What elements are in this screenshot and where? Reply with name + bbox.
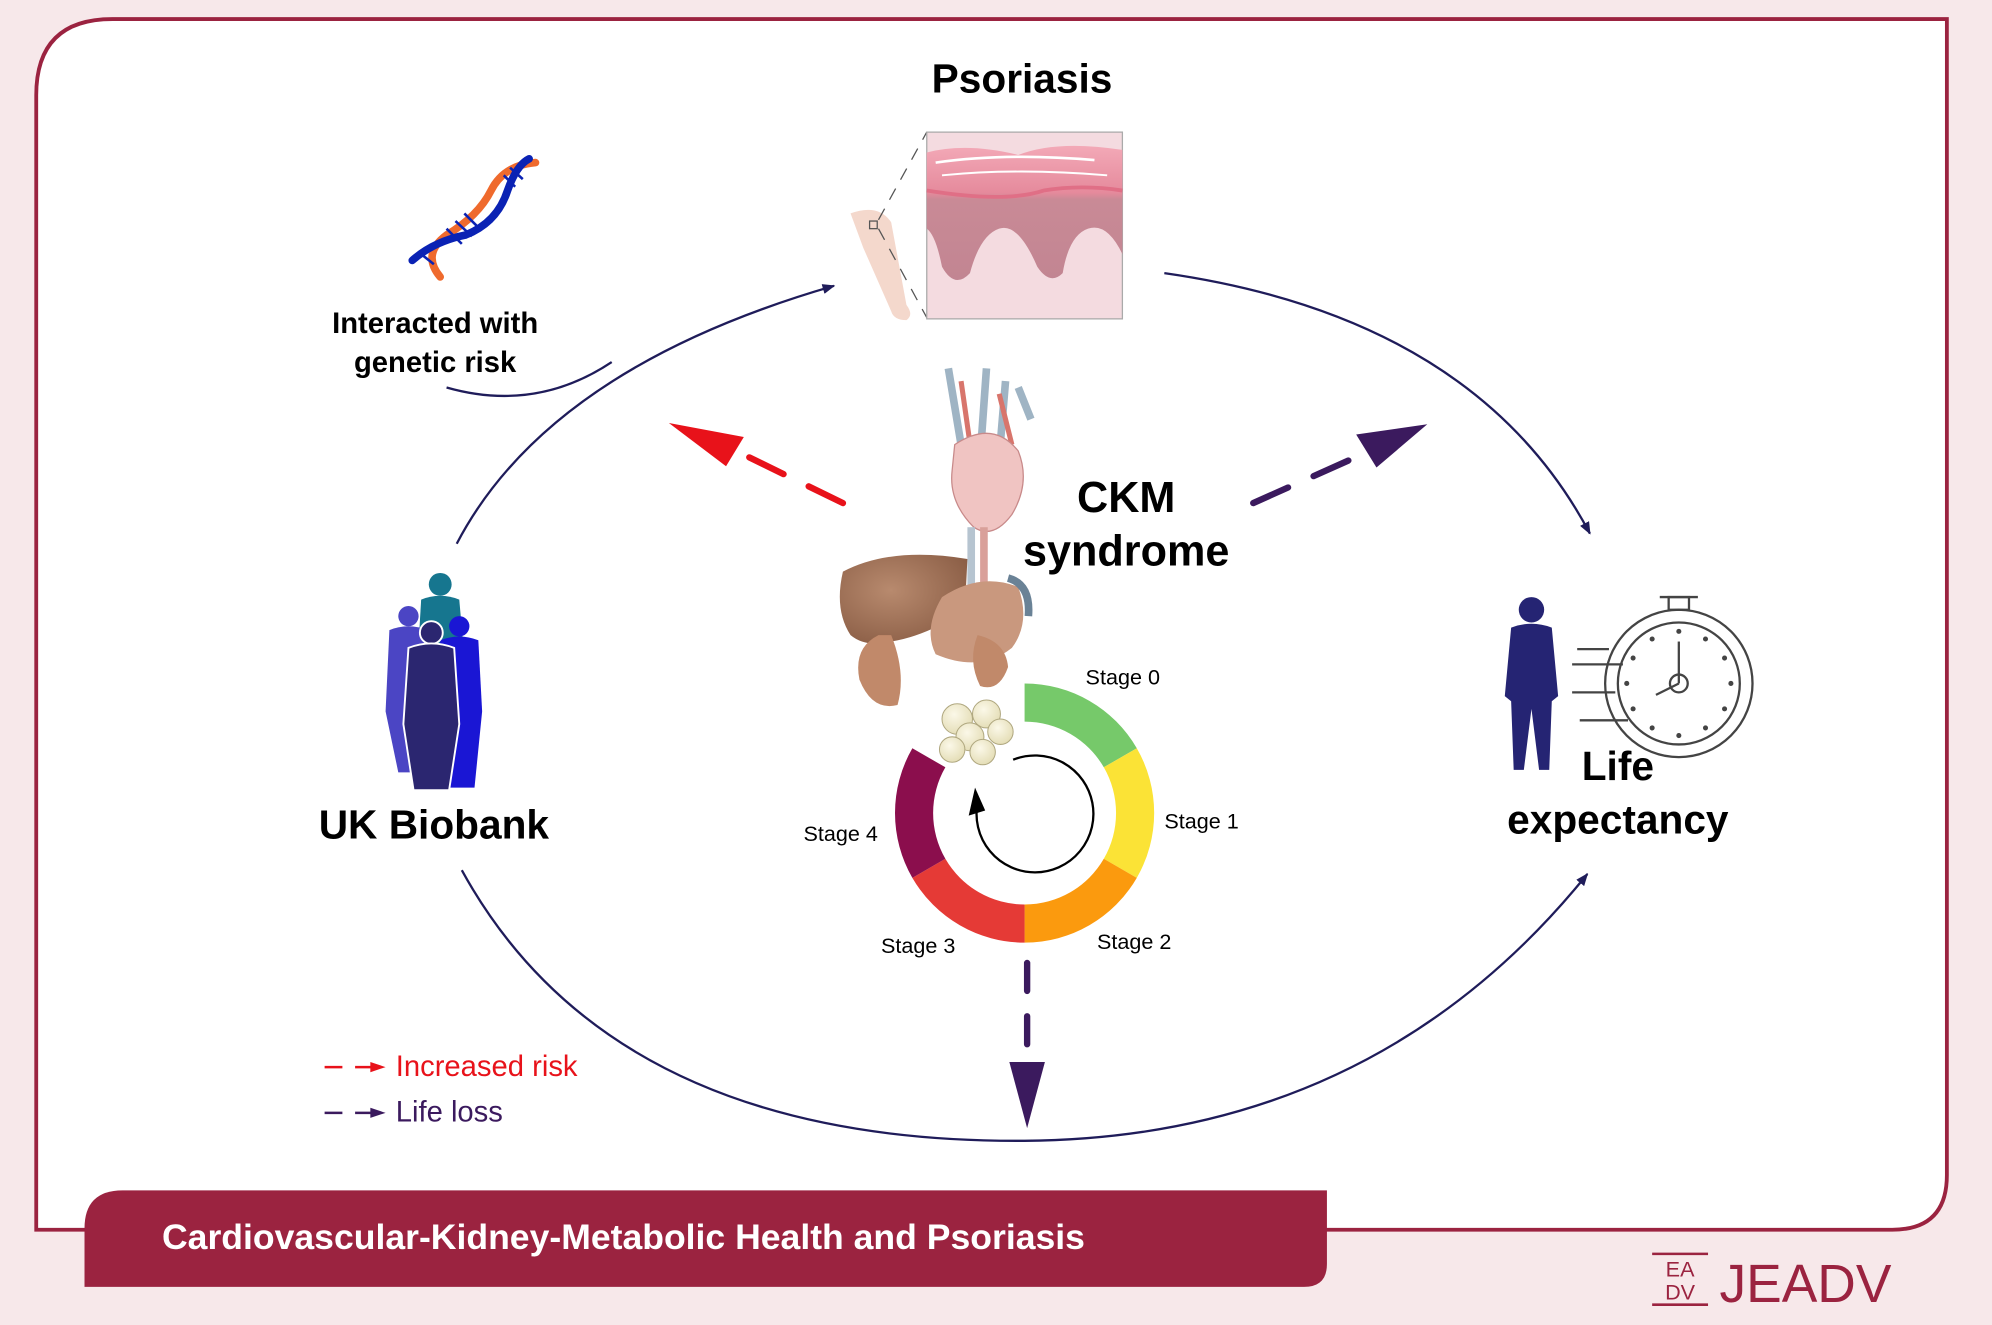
stage-3-segment [912, 858, 1025, 943]
arm-icon [850, 209, 911, 321]
life-label-line2: expectancy [1507, 796, 1729, 842]
jeadv-logo: EA DV JEADV [1652, 1252, 1892, 1314]
stage-1-label: Stage 1 [1164, 808, 1238, 833]
life-loss-arrow-down [1009, 959, 1045, 1129]
ckm-stage-ring [895, 683, 1155, 943]
legend-increased-risk: Increased risk [324, 1051, 578, 1083]
legend-life-loss: Life loss [324, 1097, 503, 1129]
uk-biobank-label: UK Biobank [319, 801, 550, 847]
stage-0-label: Stage 0 [1086, 665, 1160, 690]
legend-life-loss-label: Life loss [396, 1097, 503, 1129]
logo-mark-bottom: DV [1665, 1280, 1696, 1305]
stage-4-label: Stage 4 [804, 821, 878, 846]
ckm-organs-illustration [839, 367, 1035, 766]
stage-2-label: Stage 2 [1097, 929, 1171, 954]
stomach-icon [930, 581, 1024, 663]
stage-3-label: Stage 3 [881, 933, 955, 958]
kidney-left-icon [858, 635, 901, 707]
ckm-label-line2: syndrome [1023, 527, 1229, 575]
life-loss-arrow-right [1250, 424, 1428, 507]
ckm-label-line1: CKM [1077, 474, 1175, 522]
stage-2-segment [1024, 858, 1137, 943]
title-banner [84, 1190, 1327, 1287]
ring-cycle-arrow [968, 754, 1095, 874]
logo-text: JEADV [1719, 1255, 1891, 1314]
stage-4-segment [895, 748, 946, 878]
fat-cells-icon [938, 699, 1014, 766]
psoriasis-skin-illustration [850, 131, 1124, 321]
vessels [944, 367, 1035, 484]
kidney-right-icon [973, 635, 1009, 688]
arc-biobank-to-bottom [460, 869, 1589, 1142]
stopwatch-icon [1572, 595, 1754, 759]
banner-title: Cardiovascular-Kidney-Metabolic Health a… [162, 1217, 1085, 1257]
dna-icon [408, 154, 540, 281]
heart-icon [951, 432, 1024, 533]
genetic-risk-label-line1: Interacted with [332, 308, 538, 340]
cycle-arrows [446, 271, 1591, 1142]
person-icon [1504, 597, 1559, 770]
stage-0-segment [1024, 683, 1137, 768]
people-group-icon [385, 572, 483, 792]
logo-mark-top: EA [1666, 1257, 1695, 1282]
legend-increased-risk-label: Increased risk [396, 1051, 578, 1083]
legend: Increased risk Life loss [324, 1051, 578, 1129]
arc-psoriasis-to-life [1164, 271, 1591, 535]
life-label-line1: Life [1582, 743, 1654, 789]
arc-biobank-to-psoriasis [455, 284, 836, 545]
increased-risk-arrow [668, 423, 847, 507]
genetic-risk-label-line2: genetic risk [354, 347, 517, 379]
psoriasis-title: Psoriasis [932, 56, 1113, 102]
stage-1-segment [1103, 748, 1155, 878]
arc-genetic-to-psoriasis [446, 361, 613, 398]
